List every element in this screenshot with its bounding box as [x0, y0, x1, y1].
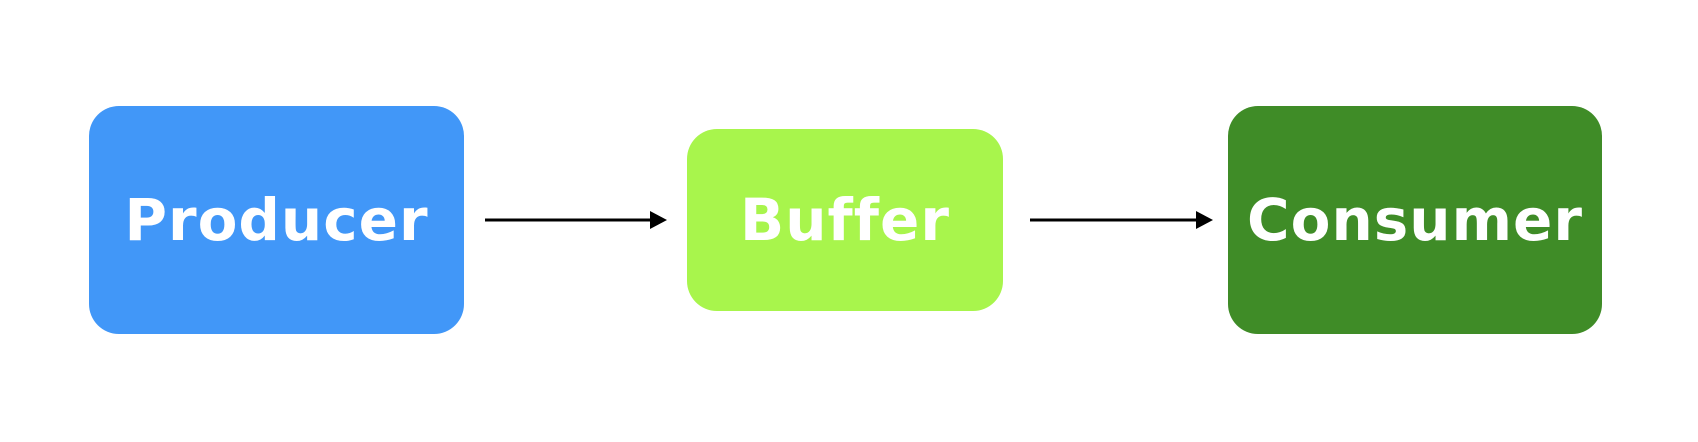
buffer-label: Buffer	[740, 186, 950, 254]
buffer-node: Buffer	[687, 129, 1003, 311]
edge-producer-to-buffer	[485, 211, 667, 229]
consumer-node: Consumer	[1228, 106, 1602, 334]
edge-buffer-to-consumer	[1030, 211, 1213, 229]
arrowhead-icon	[650, 211, 667, 229]
consumer-label: Consumer	[1247, 186, 1583, 254]
arrowhead-icon	[1196, 211, 1213, 229]
producer-label: Producer	[124, 186, 429, 254]
producer-node: Producer	[89, 106, 464, 334]
